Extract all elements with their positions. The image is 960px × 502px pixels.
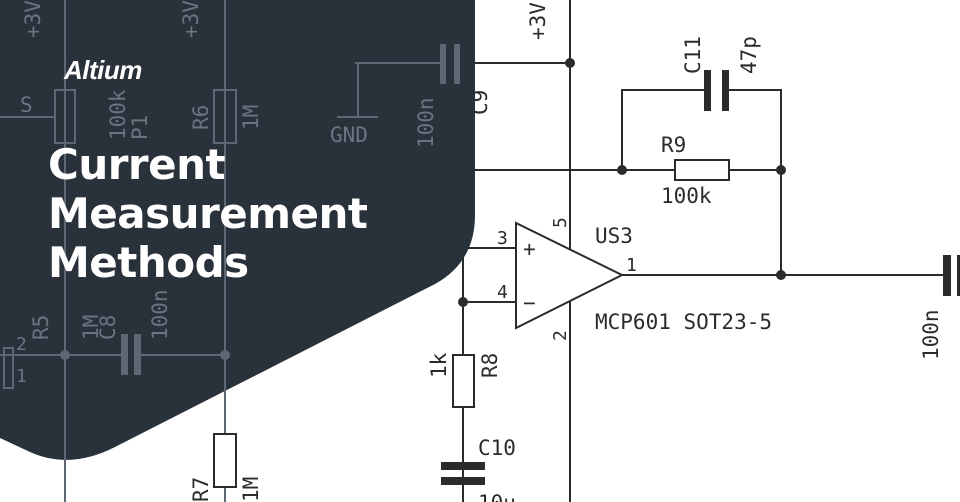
altium-logo: Altium	[64, 55, 142, 85]
c11-value: 47p	[737, 36, 761, 74]
c10-value: 10u	[478, 491, 516, 502]
supply-label-left: +3V	[21, 0, 45, 38]
pin-5: 5	[550, 217, 571, 228]
p1-value: 100k	[106, 89, 130, 140]
pin-1: 1	[626, 255, 637, 276]
title-line-1: Current	[48, 140, 226, 189]
r5-ref: R5	[29, 315, 53, 340]
c9-value: 100n	[414, 97, 438, 148]
c11-ref: C11	[681, 36, 705, 74]
pin-3: 3	[497, 228, 508, 249]
c8-capacitor	[121, 334, 128, 375]
supply-label-mid: +3V	[179, 0, 203, 38]
p1-pin-1: 1	[16, 366, 27, 387]
page-title: Current Measurement Methods	[48, 140, 368, 287]
r7-resistor	[213, 433, 237, 488]
output-capacitor	[943, 255, 951, 296]
opamp-minus: −	[523, 291, 536, 315]
c8-ref: C8	[96, 315, 120, 340]
c8-value: 100n	[148, 289, 172, 340]
pin-4: 4	[497, 282, 508, 303]
p1-potentiometer	[54, 89, 76, 144]
title-panel	[0, 0, 475, 460]
r9-resistor	[674, 159, 730, 181]
pin-2: 2	[550, 330, 571, 341]
r5-value: 1M	[79, 315, 103, 340]
r8-resistor	[452, 354, 475, 408]
title-line-2: Measurement	[48, 189, 368, 238]
r9-ref: R9	[661, 133, 686, 157]
r7-ref: R7	[189, 477, 213, 502]
c10-ref: C10	[478, 436, 516, 460]
opamp-us3	[515, 221, 625, 330]
r9-value: 100k	[661, 184, 712, 208]
p1-s-label: S	[20, 93, 33, 117]
output-cap-value: 100n	[919, 309, 943, 360]
faint-schematic: GND 100n +3V +3V S 100k P1 R6 1M R5 1M C…	[0, 0, 460, 502]
r6-resistor	[213, 89, 237, 144]
supply-label: +3V	[526, 2, 550, 40]
p1-pin-2: 2	[16, 334, 27, 355]
title-line-3: Methods	[48, 238, 249, 287]
c9-capacitor	[440, 44, 446, 84]
r6-value: 1M	[239, 105, 263, 130]
r6-ref: R6	[189, 105, 213, 130]
p1-ref: P1	[128, 115, 152, 140]
c10-capacitor	[441, 462, 485, 470]
opamp-plus: +	[523, 237, 536, 261]
c11-capacitor	[704, 70, 711, 111]
gnd-label: GND	[330, 123, 368, 147]
opamp-part: MCP601 SOT23-5	[595, 310, 772, 334]
r7-value: 1M	[239, 477, 263, 502]
r8-ref: R8	[478, 353, 502, 378]
opamp-ref: US3	[595, 224, 633, 248]
r8-value: 1k	[427, 352, 451, 378]
